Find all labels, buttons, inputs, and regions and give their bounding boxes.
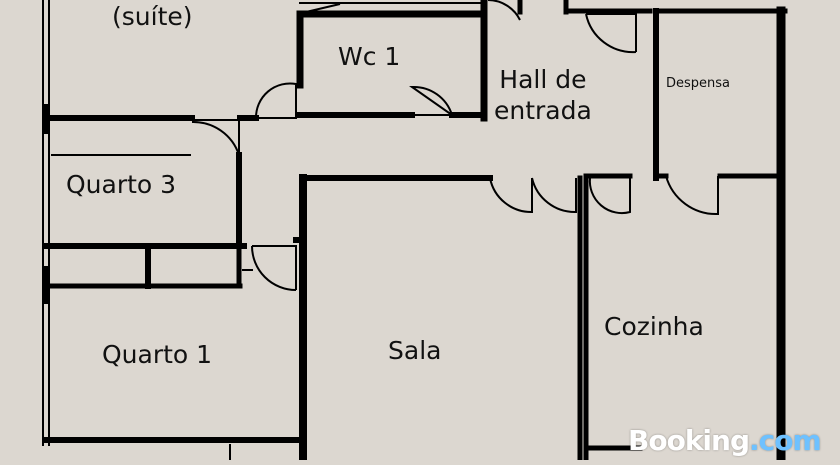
door-swing — [190, 119, 240, 156]
door-swing — [251, 245, 297, 291]
booking-watermark: Booking.com — [628, 424, 822, 457]
door-swing — [531, 177, 577, 214]
room-label-hall-line1: Hall de — [499, 65, 587, 94]
door-swing — [487, 0, 521, 21]
door-swing — [489, 177, 533, 214]
door-swing — [588, 177, 631, 215]
room-label-hall-line2: entrada — [494, 96, 592, 125]
room-label-quarto1: Quarto 1 — [102, 340, 213, 369]
door-swing — [409, 85, 456, 116]
room-label-quarto3: Quarto 3 — [66, 170, 177, 199]
door-swing — [254, 82, 297, 119]
room-label-wc1: Wc 1 — [338, 42, 401, 71]
room-label-hall: Hall de entrada — [494, 64, 592, 126]
watermark-domain: .com — [749, 424, 822, 457]
room-label-suite: (suíte) — [112, 2, 193, 31]
room-label-despensa: Despensa — [666, 76, 731, 91]
door-swing — [305, 3, 341, 13]
watermark-brand: Booking — [628, 424, 750, 457]
room-label-cozinha: Cozinha — [604, 312, 704, 341]
room-label-sala: Sala — [388, 336, 442, 365]
door-swing — [665, 175, 719, 216]
door-swing — [585, 13, 637, 54]
